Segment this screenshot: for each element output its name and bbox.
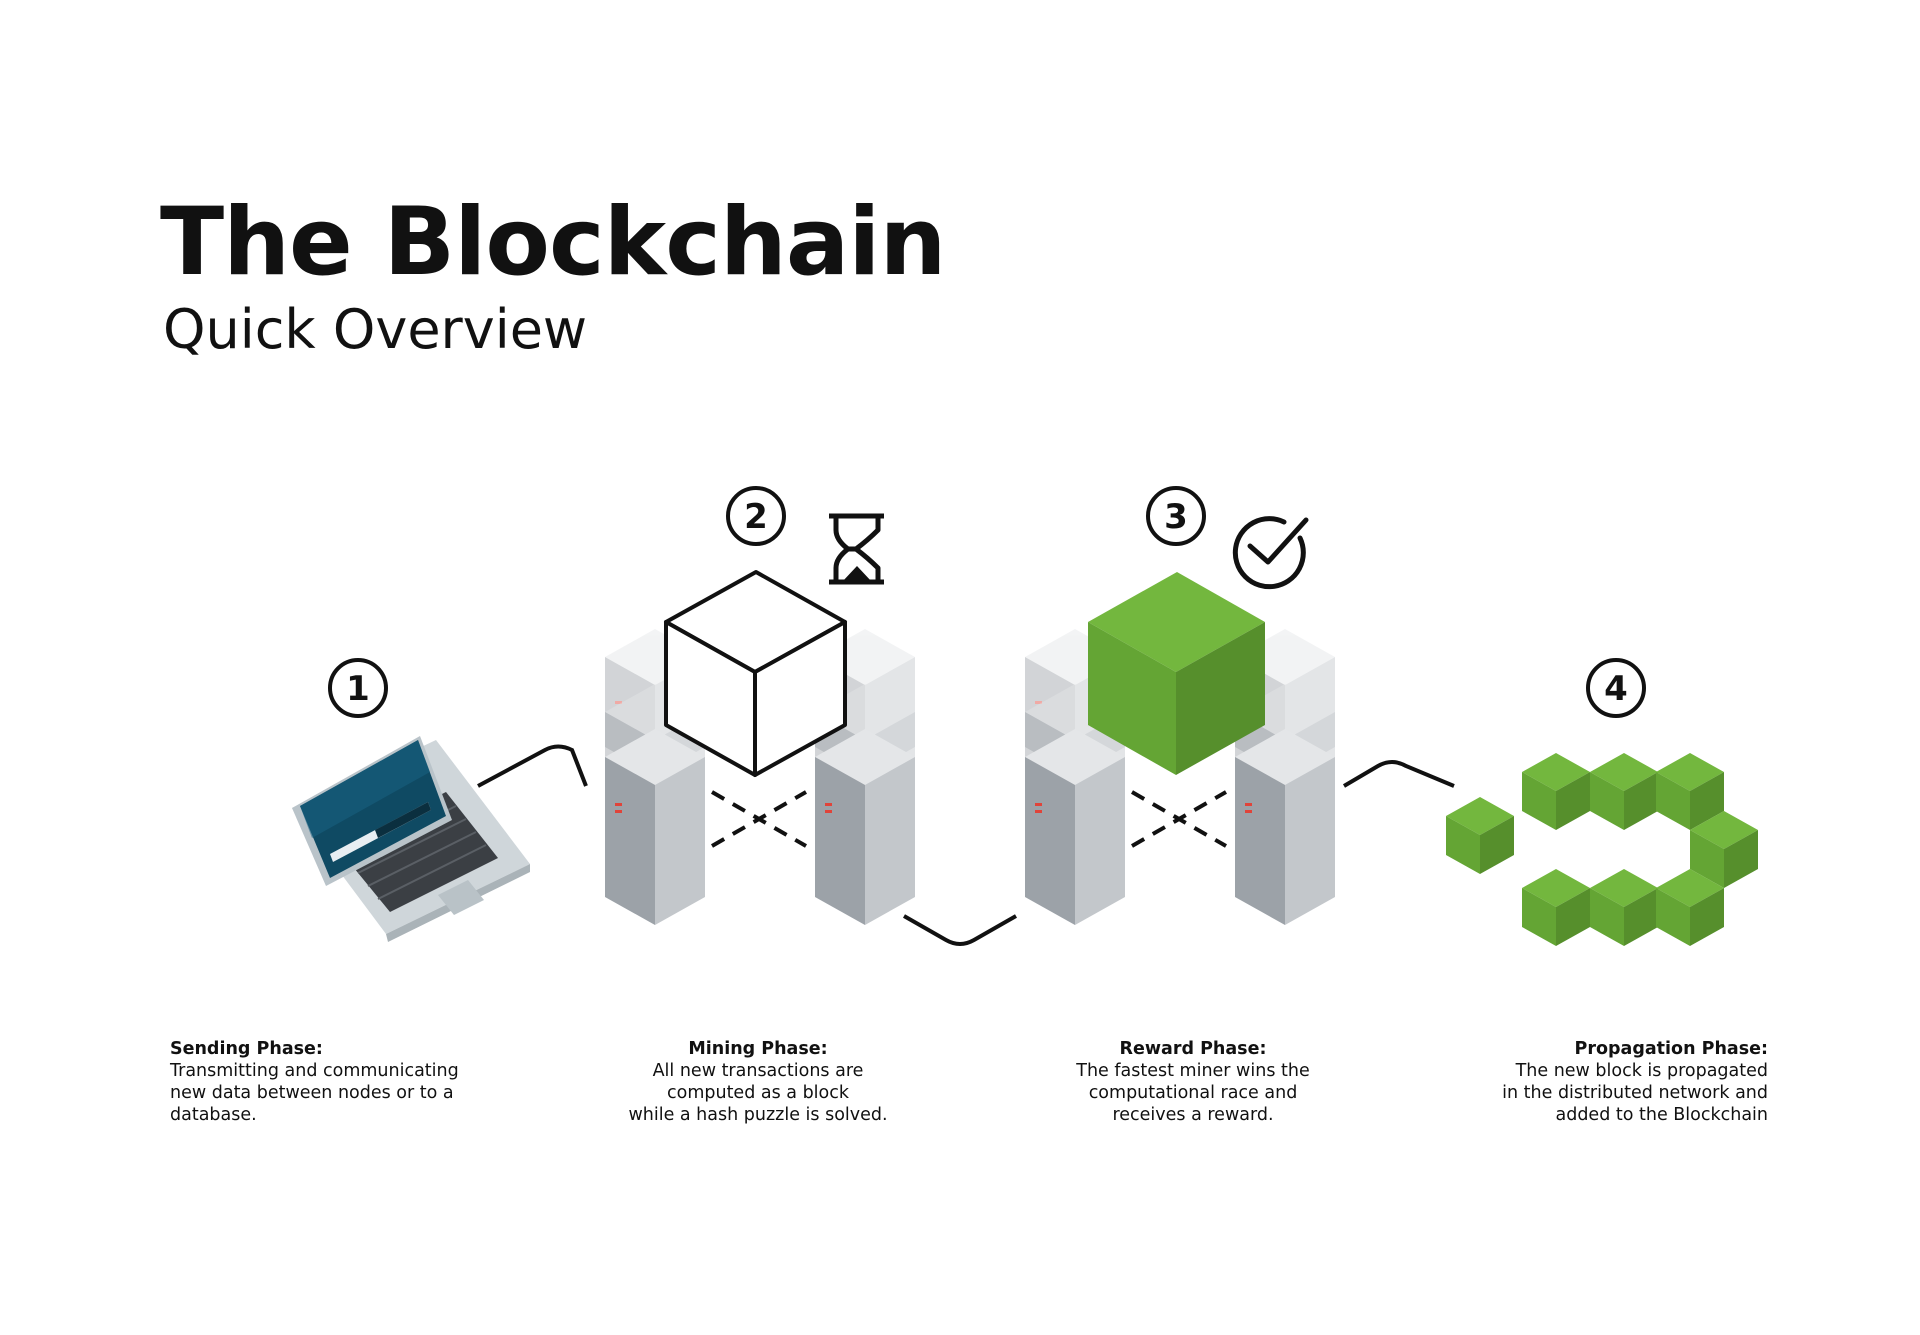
phase-line: Transmitting and communicating <box>170 1061 459 1081</box>
step-badge-1: 1 <box>328 658 388 718</box>
reward-phase-text: Reward Phase: The fastest miner wins the… <box>1023 1038 1363 1126</box>
step-badge-4: 4 <box>1586 658 1646 718</box>
phase-line: in the distributed network and <box>1502 1083 1768 1103</box>
phase-line: receives a reward. <box>1112 1105 1274 1125</box>
reward-dashed-links <box>1131 790 1227 848</box>
laptop-icon <box>292 736 530 942</box>
connector-line-3 <box>1342 760 1455 788</box>
step-number: 3 <box>1164 497 1188 537</box>
phase-line: computational race and <box>1088 1083 1298 1103</box>
phase-line: The fastest miner wins the <box>1076 1061 1310 1081</box>
outline-block-icon <box>664 570 847 777</box>
phase-title: Propagation Phase: <box>1574 1039 1768 1059</box>
check-circle-icon <box>1232 516 1309 590</box>
phase-line: database. <box>170 1105 257 1125</box>
step-number: 1 <box>346 669 370 709</box>
step-badge-2: 2 <box>726 486 786 546</box>
green-block-icon <box>1088 572 1265 775</box>
propagation-phase-text: Propagation Phase: The new block is prop… <box>1428 1038 1768 1126</box>
connector-line-1 <box>477 744 588 788</box>
mining-phase-text: Mining Phase: All new transactions are c… <box>588 1038 928 1126</box>
phase-title: Mining Phase: <box>688 1039 828 1059</box>
sending-phase-text: Sending Phase: Transmitting and communic… <box>170 1038 510 1126</box>
phase-line: All new transactions are <box>652 1061 864 1081</box>
step-number: 2 <box>744 497 768 537</box>
step-number: 4 <box>1604 669 1628 709</box>
phase-line: added to the Blockchain <box>1555 1105 1768 1125</box>
phase-line: computed as a block <box>667 1083 849 1103</box>
step-badge-3: 3 <box>1146 486 1206 546</box>
connector-line-2 <box>903 914 1017 946</box>
mining-dashed-links <box>711 790 807 848</box>
phase-line: while a hash puzzle is solved. <box>628 1105 888 1125</box>
phase-line: The new block is propagated <box>1515 1061 1768 1081</box>
blockchain-cubes <box>1446 753 1758 946</box>
phase-title: Reward Phase: <box>1119 1039 1267 1059</box>
hourglass-icon <box>829 513 884 585</box>
phase-title: Sending Phase: <box>170 1039 323 1059</box>
page-subtitle: Quick Overview <box>163 298 588 361</box>
page-title: The Blockchain <box>160 188 946 297</box>
phase-line: new data between nodes or to a <box>170 1083 454 1103</box>
